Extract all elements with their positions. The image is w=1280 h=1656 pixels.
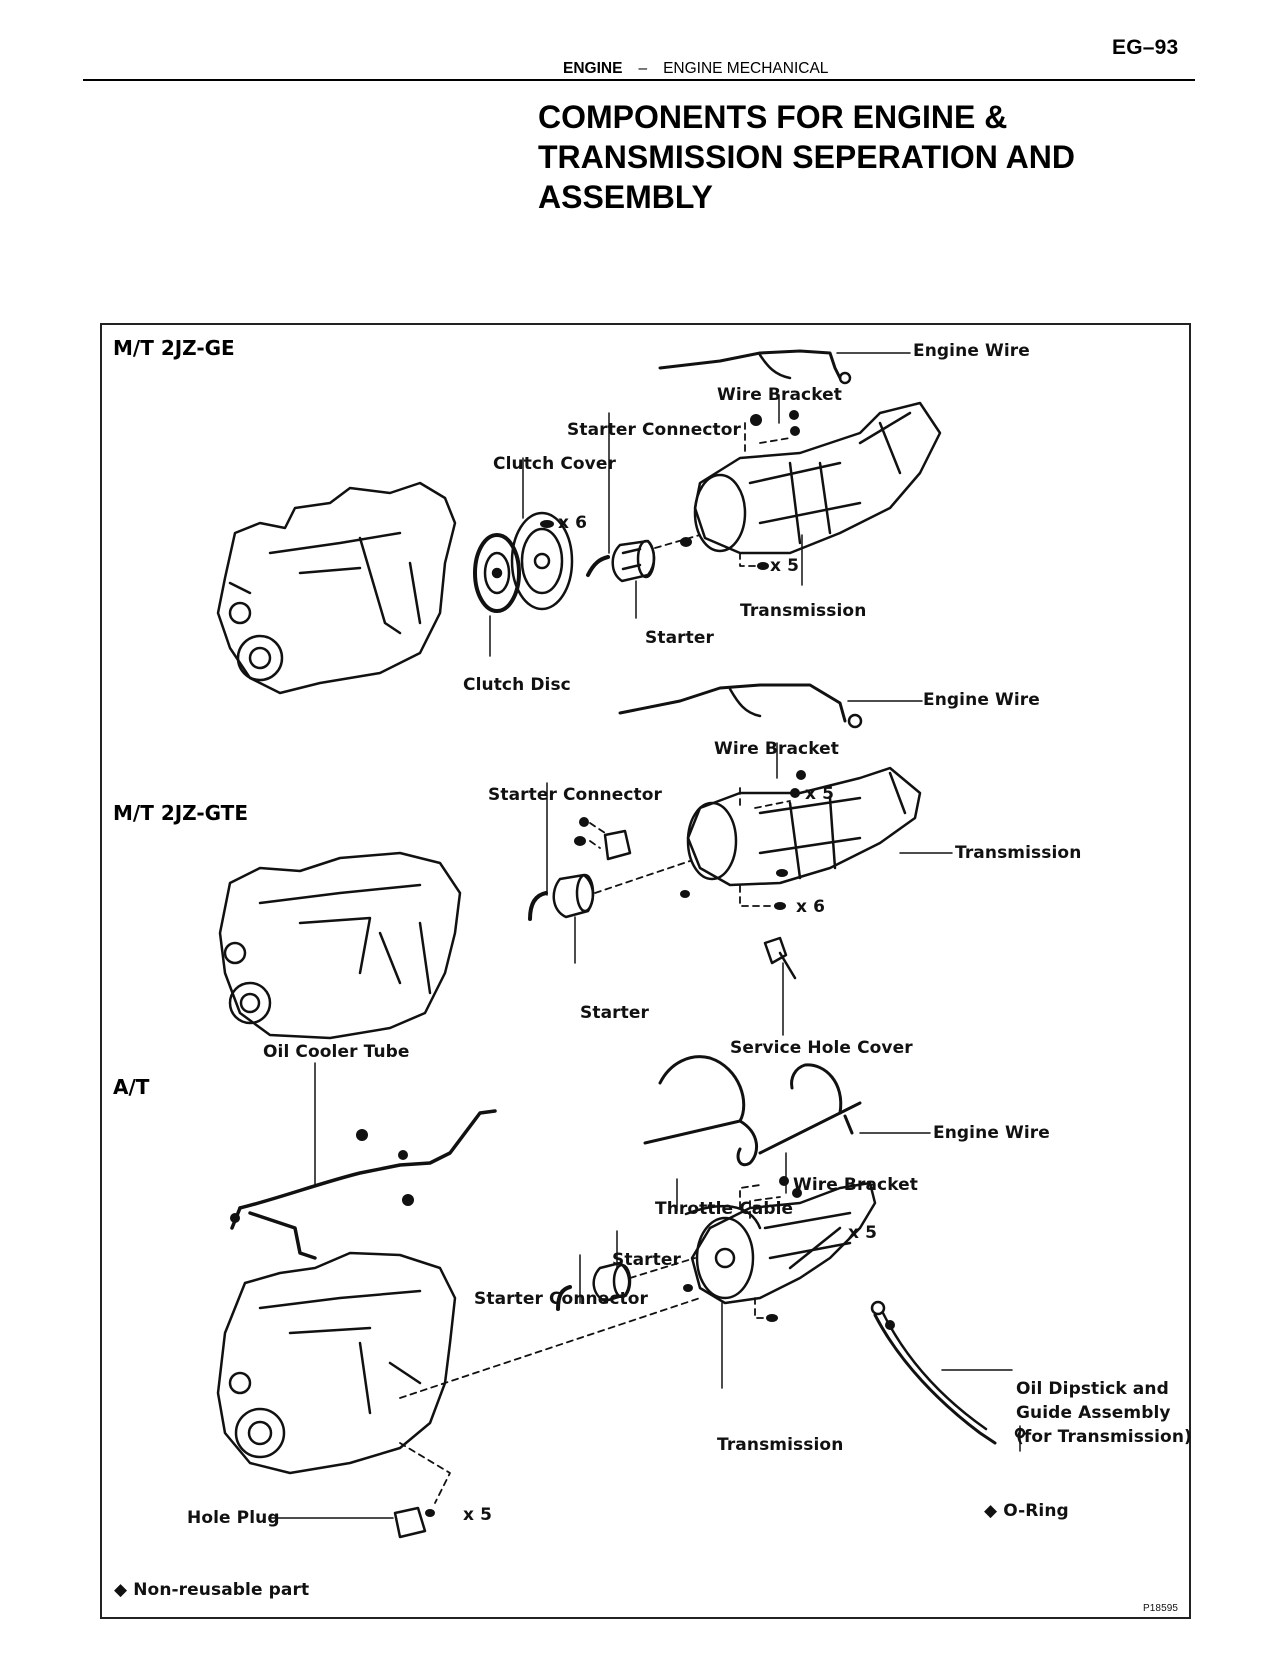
label-starter: Starter xyxy=(580,1003,649,1023)
non-reusable-marker-icon: ◆ xyxy=(984,1501,998,1521)
bolts-section-2 xyxy=(574,770,806,910)
clutch-cover-drawing xyxy=(510,511,574,611)
starter-2jzge-drawing xyxy=(611,539,656,583)
label-clutch-disc: Clutch Disc xyxy=(463,675,571,695)
bolts-section-3 xyxy=(425,1176,895,1517)
starter-2jzgte-drawing xyxy=(552,873,595,919)
engine-block-2jzgte-drawing xyxy=(218,851,462,1040)
label-transmission-bolt-count: x 5 xyxy=(770,556,800,576)
label-oil-dipstick-line-2: Guide Assembly xyxy=(1016,1403,1171,1423)
engine-block-2jzge-drawing xyxy=(216,481,457,695)
hole-plug-drawing xyxy=(393,1506,427,1539)
page-number: EG–93 xyxy=(1112,36,1179,59)
transmission-2jzge-drawing xyxy=(693,401,942,555)
page-title: COMPONENTS FOR ENGINE & TRANSMISSION SEP… xyxy=(538,97,1178,217)
clutch-disc-drawing xyxy=(473,533,521,613)
label-transmission: Transmission xyxy=(740,601,867,621)
label-starter: Starter xyxy=(645,628,714,648)
label-wire-bracket-bolt-count: x 5 xyxy=(848,1223,878,1243)
label-wire-bracket: Wire Bracket xyxy=(793,1175,919,1195)
engine-wire-2jzge-drawing xyxy=(658,349,852,385)
label-transmission: Transmission xyxy=(717,1435,844,1455)
throttle-cable-drawing xyxy=(684,1204,762,1230)
label-engine-wire: Engine Wire xyxy=(923,690,1040,710)
engine-wire-at-drawing xyxy=(643,1055,862,1167)
label-throttle-cable: Throttle Cable xyxy=(655,1199,794,1219)
starter-at-drawing xyxy=(592,1261,632,1303)
label-engine-bolt-count: x 5 xyxy=(463,1505,493,1525)
diagram-artwork xyxy=(216,349,1026,1539)
header-separator: – xyxy=(638,60,648,77)
bolts-section-1 xyxy=(540,410,800,570)
label-starter-connector: Starter Connector xyxy=(567,420,742,440)
label-engine-wire: Engine Wire xyxy=(933,1123,1050,1143)
label-oil-dipstick-line-3: (for Transmission) xyxy=(1016,1427,1192,1447)
title-line: COMPONENTS FOR ENGINE & xyxy=(538,99,1008,135)
assembly-dashes-section-1 xyxy=(654,422,791,567)
label-clutch-cover: Clutch Cover xyxy=(493,454,616,474)
title-line: TRANSMISSION SEPERATION AND xyxy=(538,139,1075,175)
label-transmission-bolt-count: x 6 xyxy=(796,897,826,917)
label-o-ring-text: O-Ring xyxy=(1003,1501,1069,1521)
oil-dipstick-drawing xyxy=(870,1300,997,1445)
label-o-ring: ◆ O-Ring xyxy=(984,1501,1069,1521)
label-wire-bracket-bolt-count: x 5 xyxy=(805,784,835,804)
label-oil-cooler-tube: Oil Cooler Tube xyxy=(263,1042,410,1062)
leader-lines-section-2 xyxy=(546,700,953,1036)
running-header: ENGINE–ENGINE MECHANICAL xyxy=(563,60,828,78)
figure-code: P18595 xyxy=(1143,1603,1179,1614)
transmission-2jzgte-drawing xyxy=(686,766,922,887)
engine-wire-2jzgte-drawing xyxy=(618,683,863,729)
starter-connector-2jzgte-drawing xyxy=(528,891,548,921)
service-hole-cover-drawing xyxy=(763,936,797,980)
diagram-frame xyxy=(100,323,1191,1619)
leader-lines-section-3 xyxy=(269,1062,1021,1519)
label-transmission: Transmission xyxy=(955,843,1082,863)
label-engine-wire: Engine Wire xyxy=(913,341,1030,361)
header-rule xyxy=(83,79,1195,81)
starter-connector-at-drawing xyxy=(556,1285,572,1311)
engine-block-at-drawing xyxy=(216,1251,457,1475)
starter-connector-2jzge-drawing xyxy=(586,555,610,577)
label-oil-dipstick-line-1: Oil Dipstick and xyxy=(1016,1379,1169,1399)
header-section: ENGINE xyxy=(563,60,623,77)
label-hole-plug: Hole Plug xyxy=(187,1508,280,1528)
starter-bracket-2jzgte-drawing xyxy=(603,829,632,861)
label-service-hole-cover: Service Hole Cover xyxy=(730,1038,913,1058)
label-wire-bracket: Wire Bracket xyxy=(714,739,840,759)
label-starter-connector: Starter Connector xyxy=(474,1289,649,1309)
label-starter: Starter xyxy=(612,1250,681,1270)
header-subsection: ENGINE MECHANICAL xyxy=(663,60,829,77)
transmission-at-drawing xyxy=(690,1181,877,1305)
section-heading-mt-2jzgte: M/T 2JZ-GTE xyxy=(113,801,248,825)
non-reusable-marker-icon: ◆ xyxy=(114,1580,128,1600)
label-wire-bracket: Wire Bracket xyxy=(717,385,843,405)
section-heading-at: A/T xyxy=(113,1075,150,1099)
exploded-diagram: M/T 2JZ-GE M/T 2JZ-GTE A/T Engine Wire W… xyxy=(100,323,1192,1619)
label-starter-connector: Starter Connector xyxy=(488,785,663,805)
legend-non-reusable: ◆ Non-reusable part xyxy=(114,1580,309,1600)
title-line: ASSEMBLY xyxy=(538,179,713,215)
label-clutch-cover-bolt-count: x 6 xyxy=(558,513,588,533)
legend-text: Non-reusable part xyxy=(133,1580,310,1600)
section-heading-mt-2jzge: M/T 2JZ-GE xyxy=(113,336,235,360)
oil-cooler-bolts xyxy=(230,1129,414,1223)
assembly-dashes-section-2 xyxy=(589,787,791,907)
assembly-dashes-section-3 xyxy=(399,1184,781,1504)
leader-lines-section-1 xyxy=(489,352,911,657)
